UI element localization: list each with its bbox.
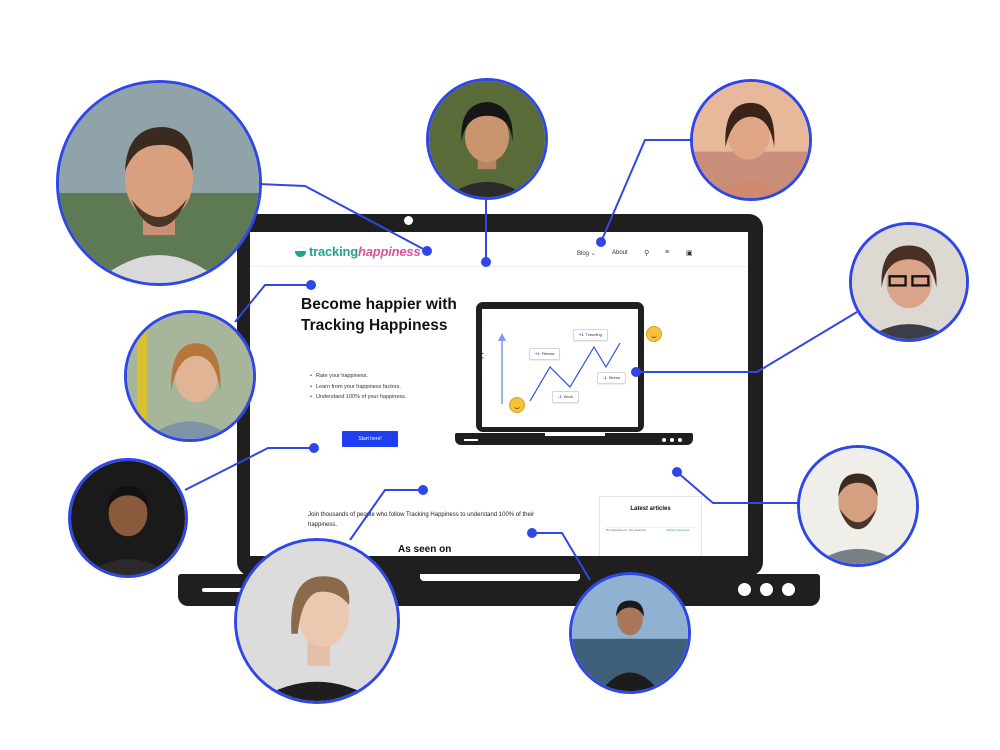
illustration-laptop-line bbox=[464, 439, 478, 441]
join-text: Join thousands of people who follow Trac… bbox=[308, 512, 535, 528]
nav-blog[interactable]: Blog ⌄ bbox=[577, 250, 596, 257]
laptop-base-dot bbox=[782, 583, 795, 596]
logo-text-tracking: tracking bbox=[309, 244, 358, 259]
avatar-woman-playground bbox=[124, 310, 256, 442]
laptop-base-slot bbox=[202, 588, 242, 592]
article-thumbnail[interactable] bbox=[606, 527, 695, 556]
latest-articles-card[interactable]: Latest articles My happiness vs. The pan… bbox=[599, 496, 702, 556]
factor-sign: +1 bbox=[579, 332, 584, 337]
avatar-man-seaside bbox=[569, 572, 691, 694]
happy-face-icon bbox=[646, 326, 662, 342]
laptop-screen: trackinghappiness Blog ⌄ About ⚲ ≡ ▣ Bec… bbox=[250, 232, 748, 556]
illustration-laptop-slot bbox=[545, 433, 605, 436]
camera-icon[interactable]: ▣ bbox=[686, 250, 693, 257]
search-icon[interactable]: ⚲ bbox=[644, 250, 650, 257]
site-logo[interactable]: trackinghappiness bbox=[295, 244, 421, 259]
factor-label: Fitness bbox=[541, 351, 555, 356]
avatar-woman-glasses bbox=[849, 222, 969, 342]
nav-about[interactable]: About bbox=[612, 250, 628, 256]
hero-bullet: Rate your happiness. bbox=[310, 371, 406, 382]
illustration-laptop-base bbox=[455, 433, 693, 445]
menu-icon[interactable]: ≡ bbox=[665, 249, 670, 256]
factor-sign: -1 bbox=[603, 375, 607, 380]
avatar-man-smiling bbox=[56, 80, 262, 286]
illustration-laptop-dot bbox=[678, 438, 682, 442]
as-seen-on-heading: As seen on bbox=[398, 544, 452, 555]
illustration-laptop-screen bbox=[482, 309, 638, 427]
nav-blog-label: Blog bbox=[577, 251, 590, 257]
avatar-woman-profile bbox=[234, 538, 400, 704]
article-brand: tracking happiness bbox=[666, 528, 690, 532]
article-caption: My happiness vs. The pandemic bbox=[606, 528, 647, 532]
factor-label: Traveling bbox=[585, 332, 602, 337]
hero-bullet: Learn from your happiness factors. bbox=[310, 382, 406, 393]
factor-sign: +1 bbox=[535, 351, 540, 356]
avatar-woman-short-hair bbox=[426, 78, 548, 200]
logo-text-happiness: happiness bbox=[357, 244, 421, 259]
smile-logo-icon bbox=[295, 246, 306, 257]
avatar-man-night bbox=[68, 458, 188, 578]
hero-bullet-list: Rate your happiness. Learn from your hap… bbox=[310, 371, 407, 403]
avatar-man-beard bbox=[797, 445, 919, 567]
hero-bullet: Understand 100% of your happiness. bbox=[310, 392, 407, 403]
illustration-laptop-dot bbox=[662, 438, 666, 442]
site-header: trackinghappiness Blog ⌄ About ⚲ ≡ ▣ bbox=[250, 232, 748, 267]
sad-face-icon bbox=[509, 397, 525, 413]
factor-sign: -1 bbox=[558, 394, 562, 399]
illustration-laptop-dot bbox=[670, 438, 674, 442]
hero-title: Become happier with Tracking Happiness bbox=[301, 296, 457, 334]
laptop-base-dot bbox=[738, 583, 751, 596]
laptop-hinge-notch bbox=[420, 574, 580, 581]
happiness-axis-label: Happiness bbox=[475, 331, 484, 369]
chevron-down-icon: ⌄ bbox=[590, 251, 596, 257]
avatar-woman-sunset bbox=[690, 79, 812, 201]
laptop-base-dot bbox=[760, 583, 773, 596]
happiness-trend-line bbox=[498, 333, 621, 404]
start-here-button[interactable]: Start here! bbox=[342, 431, 398, 447]
factor-label: Work bbox=[563, 394, 573, 399]
webcam-icon bbox=[404, 216, 413, 225]
factor-label: Stress bbox=[608, 375, 620, 380]
latest-articles-title: Latest articles bbox=[630, 506, 671, 512]
